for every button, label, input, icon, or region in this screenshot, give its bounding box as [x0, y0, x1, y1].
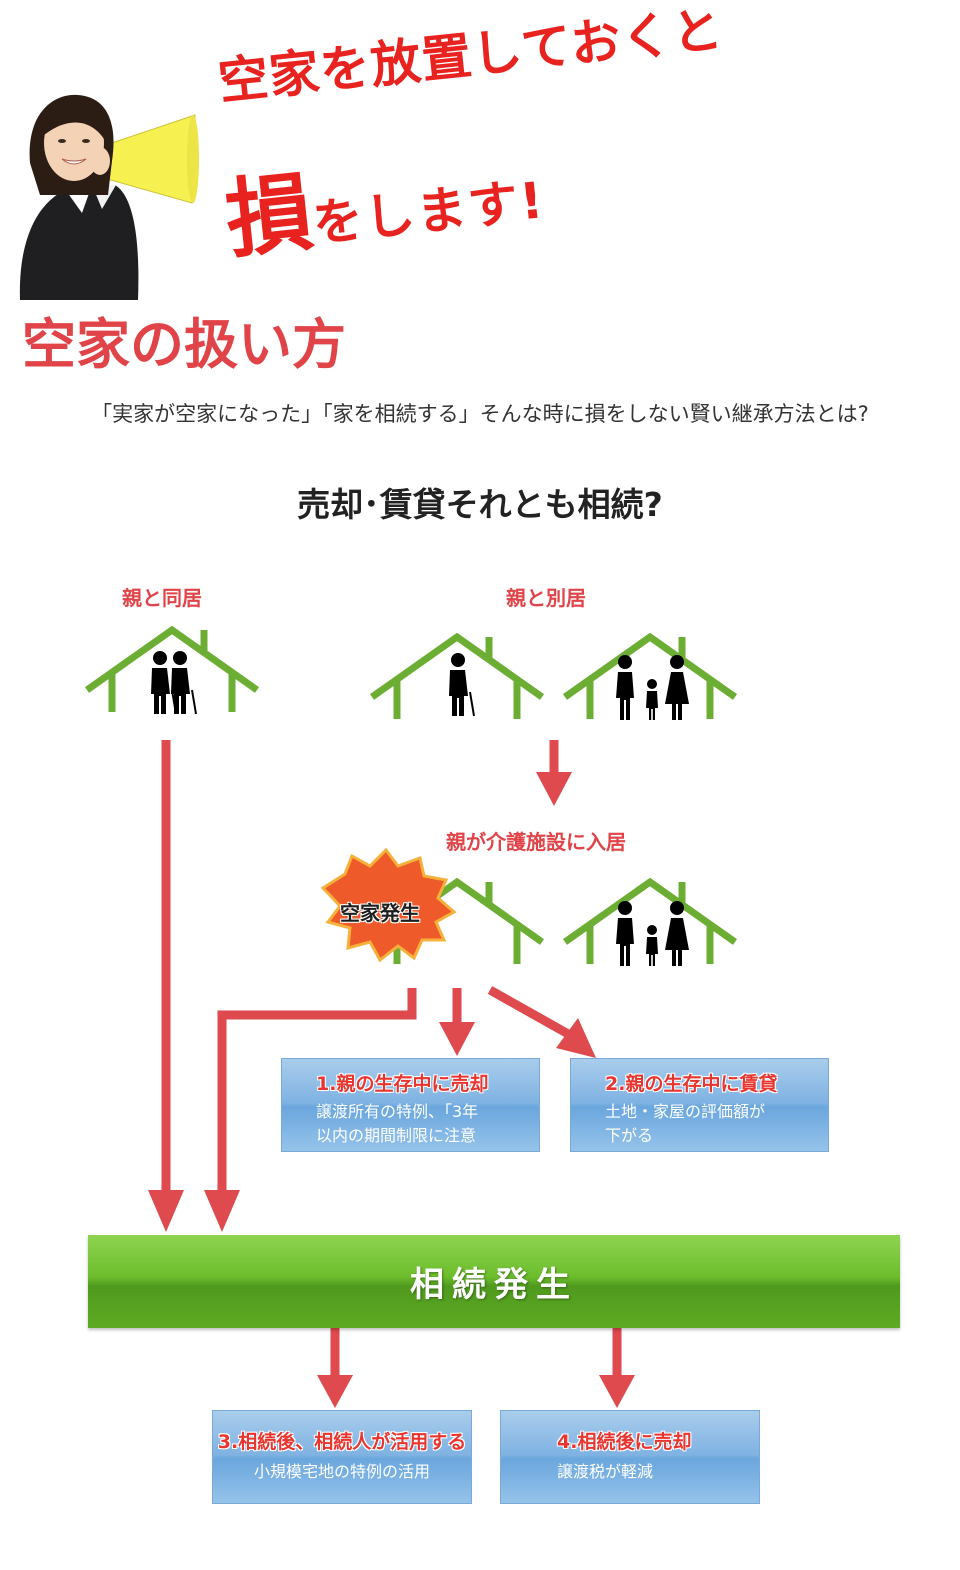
label-separate: 親と別居 — [506, 586, 586, 610]
option-line: 下がる — [605, 1126, 654, 1145]
woman-megaphone-illustration — [19, 94, 199, 300]
label-care-facility: 親が介護施設に入居 — [446, 830, 626, 854]
vacancy-badge: 空家発生 — [340, 901, 420, 925]
inheritance-bar: 相続発生 — [88, 1235, 900, 1328]
option-box-sell-before: 1.親の生存中に売却 譲渡所有の特例、「3年 以内の期間制限に注意 — [281, 1058, 540, 1152]
section-question: 売却･賃貸それとも相続? — [297, 485, 663, 524]
option-title: 2.親の生存中に賃貸 — [605, 1073, 778, 1095]
house-parent-alone-icon — [372, 637, 542, 719]
option-title: 3.相続後、相続人が活用する — [217, 1431, 467, 1453]
house-family-lower-icon — [565, 882, 735, 966]
option-line: 以内の期間制限に注意 — [316, 1126, 477, 1145]
option-line: 小規模宅地の特例の活用 — [253, 1462, 430, 1481]
option-box-sell-after: 4.相続後に売却 譲渡税が軽減 — [500, 1410, 760, 1504]
house-family-icon — [565, 637, 735, 720]
option-line: 譲渡税が軽減 — [557, 1462, 654, 1481]
option-title: 1.親の生存中に売却 — [316, 1073, 489, 1095]
inheritance-label: 相続発生 — [410, 1265, 578, 1305]
vacancy-starburst-icon — [320, 847, 457, 963]
option-box-rent-before: 2.親の生存中に賃貸 土地・家屋の評価額が 下がる — [570, 1058, 829, 1152]
section-title: 空家の扱い方 — [22, 313, 346, 376]
house-with-parents-icon — [87, 630, 257, 714]
label-with-parents: 親と同居 — [122, 586, 202, 610]
option-box-use-after: 3.相続後、相続人が活用する 小規模宅地の特例の活用 — [212, 1410, 472, 1504]
section-subtitle: 「実家が空家になった」「家を相続する」そんな時に損をしない賢い継承方法とは? — [91, 402, 869, 426]
option-title: 4.相続後に売却 — [557, 1431, 692, 1453]
flow-arrows — [161, 740, 622, 1380]
option-line: 土地・家屋の評価額が — [605, 1102, 766, 1121]
option-line: 譲渡所有の特例、「3年 — [316, 1102, 479, 1121]
